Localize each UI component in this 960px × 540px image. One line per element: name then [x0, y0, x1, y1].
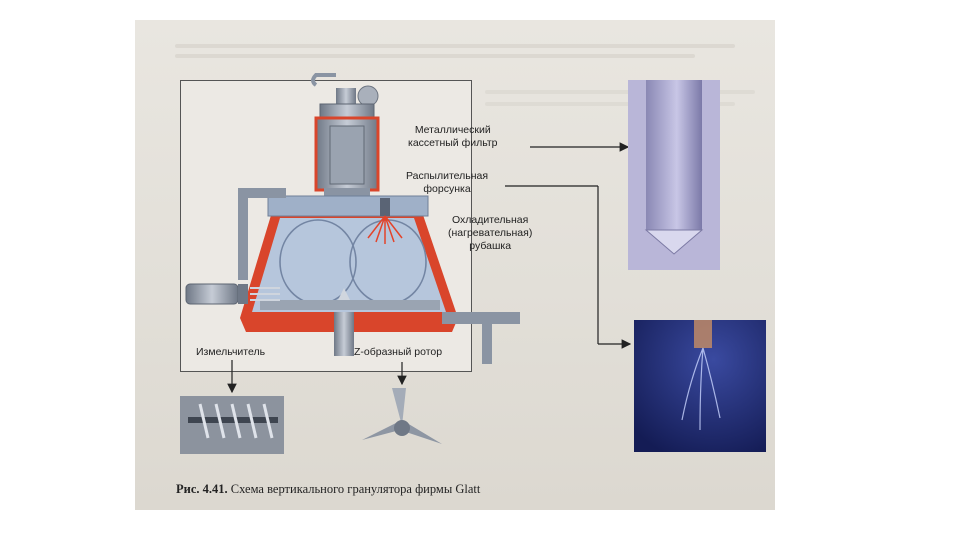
caption-number: Рис. 4.41. — [176, 482, 228, 496]
spray-photo — [634, 320, 766, 452]
chopper-photo — [180, 396, 284, 454]
z-rotor-photo — [362, 388, 442, 444]
caption-text: Схема вертикального гранулятора фирмы Gl… — [231, 482, 481, 496]
jacket-label: Охладительная(нагревательная)рубашка — [448, 214, 532, 253]
cassette-filter — [313, 75, 378, 198]
figure-caption: Рис. 4.41. Схема вертикального гранулято… — [176, 482, 480, 497]
chopper-unit — [186, 284, 280, 304]
nozzle-photo — [628, 80, 720, 270]
chopper-label: Измельчитель — [196, 346, 265, 359]
rotor-label: Z-образный ротор — [354, 346, 442, 359]
